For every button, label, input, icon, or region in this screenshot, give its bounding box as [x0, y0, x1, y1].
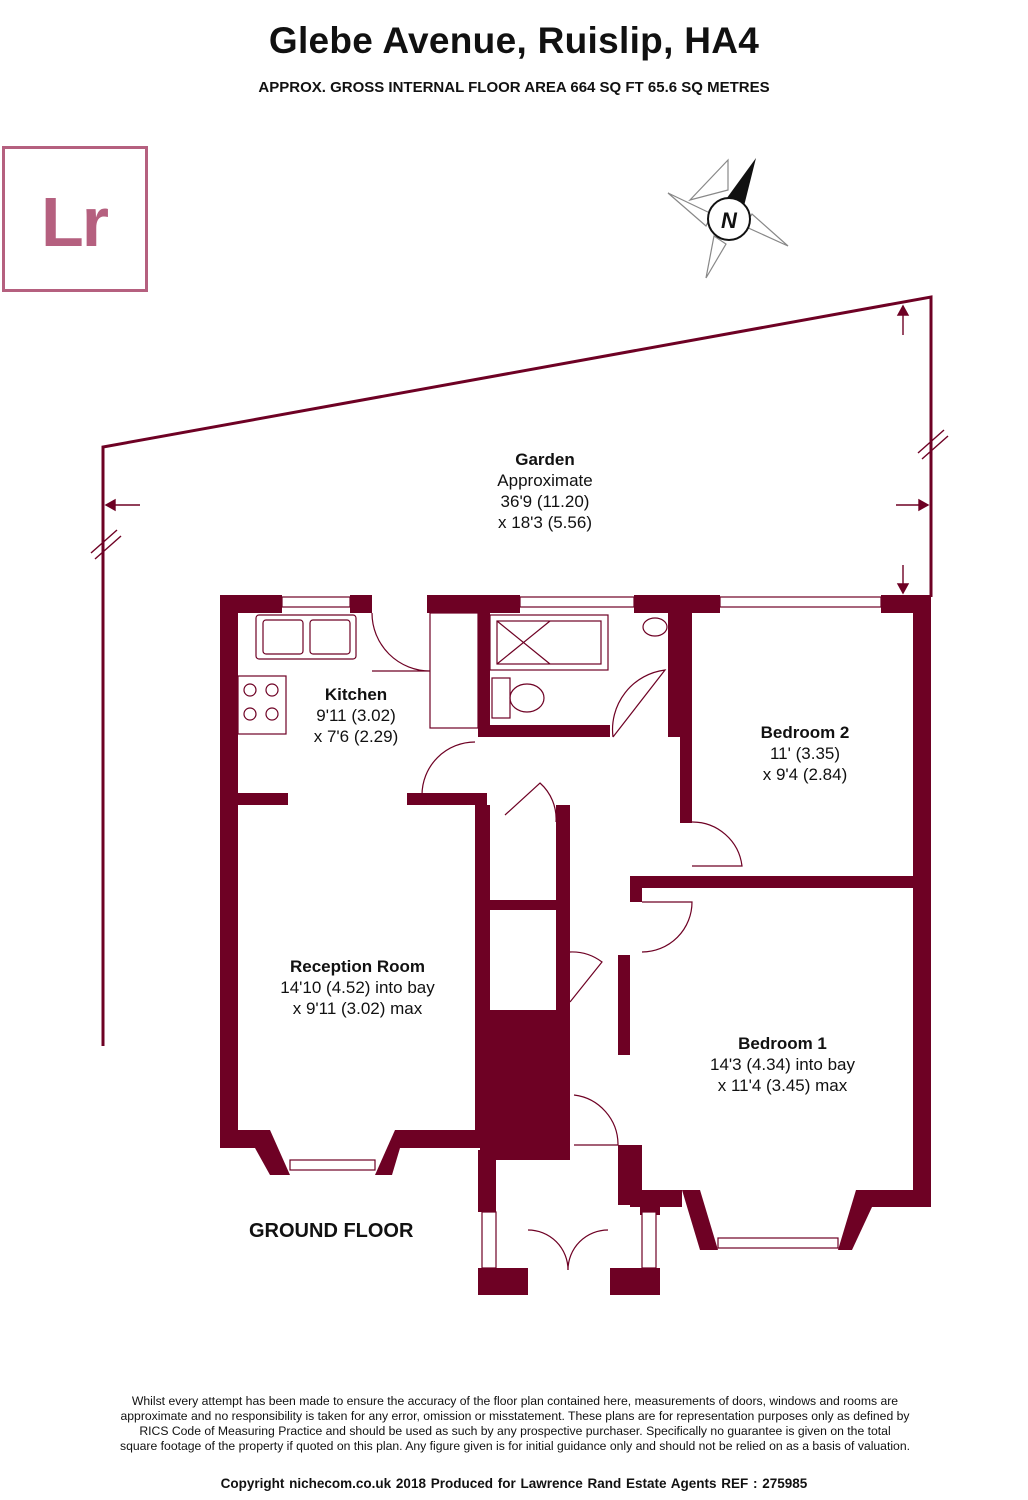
garden-line3: x 18'3 (5.56) — [498, 513, 592, 532]
reception-line1: 14'10 (4.52) into bay — [280, 978, 435, 997]
door-swings — [371, 612, 743, 1271]
agent-logo-text: Lr — [41, 183, 109, 261]
disclaimer-text: Whilst every attempt has been made to en… — [120, 1394, 910, 1453]
compass-letter: N — [721, 208, 738, 233]
floor-label: GROUND FLOOR — [249, 1220, 414, 1242]
kitchen-name: Kitchen — [324, 685, 388, 704]
garden-dimension-markers — [90, 304, 949, 595]
bedroom2-label: Bedroom 2 11' (3.35) x 9'4 (2.84) — [720, 722, 890, 785]
reception-name: Reception Room — [289, 957, 426, 976]
bedroom1-label: Bedroom 1 14'3 (4.34) into bay x 11'4 (3… — [665, 1033, 900, 1096]
garden-name: Garden — [515, 450, 575, 469]
bedroom1-name: Bedroom 1 — [738, 1034, 827, 1053]
page-title: Glebe Avenue, Ruislip, HA4 — [268, 20, 760, 61]
garden-line2: 36'9 (11.20) — [500, 492, 590, 511]
bedroom1-line1: 14'3 (4.34) into bay — [709, 1055, 855, 1074]
bay-walls — [220, 1130, 872, 1250]
bedroom2-line1: 11' (3.35) — [769, 744, 841, 763]
walls — [220, 595, 931, 1295]
kitchen-line1: 9'11 (3.02) — [316, 706, 396, 725]
footer-credits: Copyright nichecom.co.uk 2018 Produced f… — [220, 1476, 808, 1491]
bedroom1-line2: x 11'4 (3.45) max — [717, 1076, 848, 1095]
windows — [281, 596, 882, 1269]
fixtures — [237, 612, 668, 735]
floor-area-subtitle: APPROX. GROSS INTERNAL FLOOR AREA 664 SQ… — [258, 79, 770, 96]
north-arrow-icon: N — [667, 158, 789, 279]
garden-line1: Approximate — [497, 471, 593, 490]
reception-line2: x 9'11 (3.02) max — [292, 999, 423, 1018]
bedroom2-name: Bedroom 2 — [760, 723, 850, 742]
kitchen-line2: x 7'6 (2.29) — [313, 727, 399, 746]
reception-label: Reception Room 14'10 (4.52) into bay x 9… — [245, 956, 470, 1019]
agent-logo: Lr — [2, 146, 148, 292]
garden-boundary — [101, 295, 933, 1046]
garden-label: Garden Approximate 36'9 (11.20) x 18'3 (… — [430, 449, 660, 533]
kitchen-label: Kitchen 9'11 (3.02) x 7'6 (2.29) — [276, 684, 436, 747]
bedroom2-line2: x 9'4 (2.84) — [762, 765, 848, 784]
